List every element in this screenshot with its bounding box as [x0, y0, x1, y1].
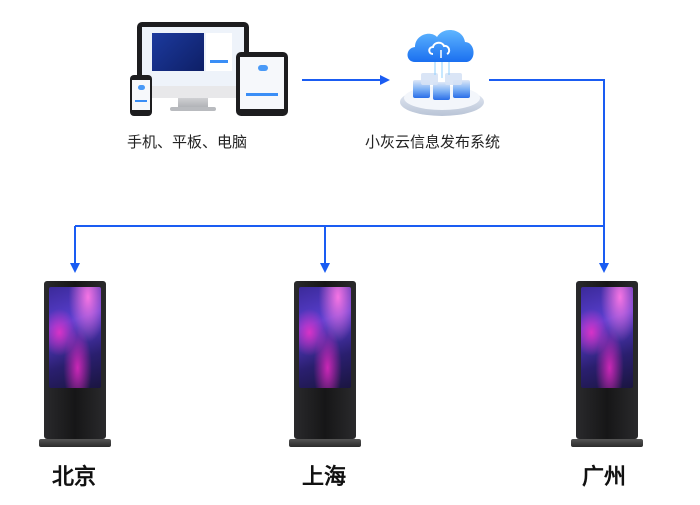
kiosk-display-beijing [39, 281, 111, 447]
kiosk-display-shanghai [289, 281, 361, 447]
city-label-shanghai: 上海 [302, 465, 347, 490]
city-label-beijing: 北京 [52, 465, 97, 490]
cloud-server-icon [400, 29, 484, 116]
kiosk-screen [299, 287, 351, 388]
city-label-guangzhou: 广州 [582, 465, 627, 490]
line-system-out [489, 79, 605, 226]
kiosk-display-guangzhou [571, 281, 643, 447]
monitor-stand [178, 98, 208, 108]
tablet-icon [236, 52, 288, 116]
kiosk-screen [581, 287, 633, 388]
system-label: 小灰云信息发布系统 [365, 133, 501, 151]
kiosk-screen [49, 287, 101, 388]
desktop-monitor-icon [137, 22, 249, 98]
sources-label: 手机、平板、电脑 [127, 133, 248, 151]
phone-icon [130, 75, 152, 116]
